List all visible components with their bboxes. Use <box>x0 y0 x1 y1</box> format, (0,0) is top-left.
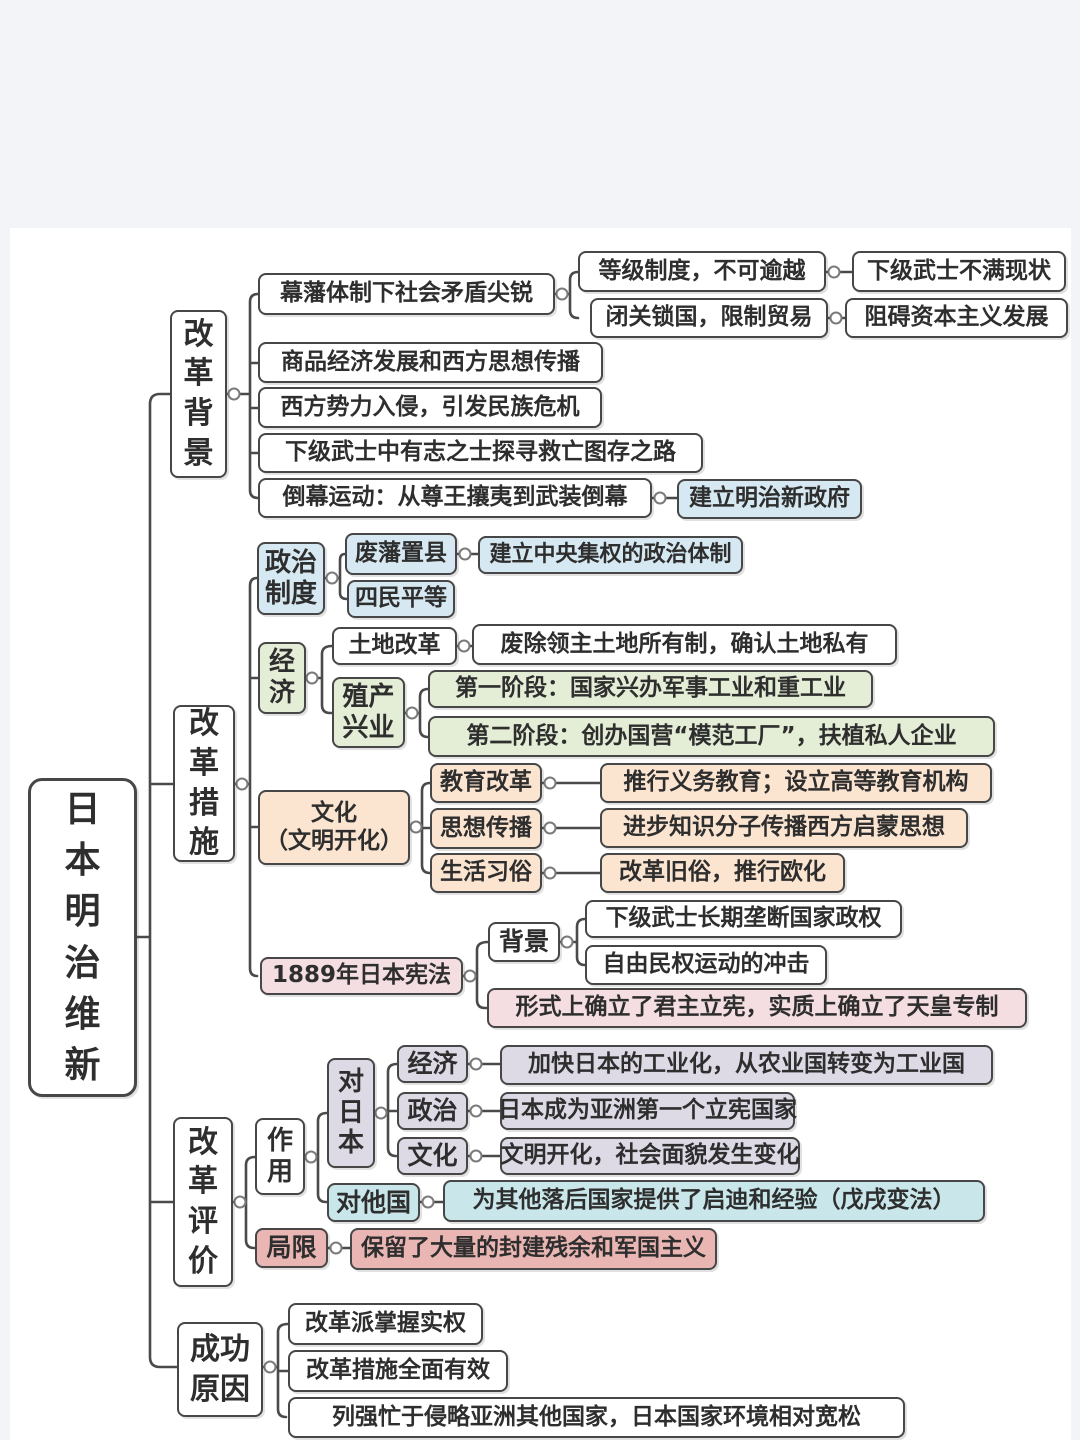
node-on-other-countries: 对他国 <box>327 1183 420 1222</box>
node-eval-politics: 政治 <box>397 1092 468 1130</box>
connector-dot <box>469 1149 483 1163</box>
node-hierarchy-system: 等级制度，不可逾越 <box>578 251 826 292</box>
connector-dot <box>829 311 843 325</box>
eval-leaf-links <box>326 1062 502 1250</box>
connector-dot <box>233 1195 247 1209</box>
node-on-japan-group: 对 日 本 <box>327 1058 375 1168</box>
node-political-system: 政治 制度 <box>257 542 325 615</box>
node-new-meiji-government: 建立明治新政府 <box>677 479 862 519</box>
node-thought-spread: 思想传播 <box>430 808 542 849</box>
node-shogunate-contradiction: 幕藩体制下社会矛盾尖锐 <box>258 273 555 315</box>
node-industry-stage1: 第一阶段：国家兴办军事工业和重工业 <box>428 670 873 708</box>
node-land-reform: 土地改革 <box>332 627 457 665</box>
connector-dot <box>304 1150 318 1164</box>
connector-dot <box>469 1057 483 1071</box>
node-four-classes-equality: 四民平等 <box>347 580 455 618</box>
node-hinder-capitalism: 阻碍资本主义发展 <box>845 298 1068 338</box>
branch-reform-background: 改 革 背 景 <box>170 310 227 478</box>
node-samurai-monopoly-power: 下级武士长期垄断国家政权 <box>585 900 902 938</box>
node-emperor-autocracy: 形式上确立了君主立宪，实质上确立了天皇专制 <box>487 988 1027 1028</box>
connector-dot <box>458 547 472 561</box>
node-enlightenment-ideas: 进步知识分子传播西方启蒙思想 <box>600 808 968 848</box>
connector-dot <box>543 776 557 790</box>
connector-dot <box>409 820 423 834</box>
node-reformers-held-power: 改革派掌握实权 <box>288 1303 483 1345</box>
node-effects-group: 作 用 <box>255 1118 305 1195</box>
node-commodity-economy: 商品经济发展和西方思想传播 <box>258 342 603 383</box>
node-culture-civilization: 文化 （文明开化） <box>258 790 410 865</box>
node-comprehensive-measures: 改革措施全面有效 <box>288 1350 508 1392</box>
node-limitation-group: 局限 <box>255 1228 328 1268</box>
node-samurai-seek-salvation: 下级武士中有志之士探寻救亡图存之路 <box>258 433 703 473</box>
node-industry-promotion: 殖产 兴业 <box>332 677 405 748</box>
branch-reform-measures: 改 革 措 施 <box>173 705 235 862</box>
node-western-invasion: 西方势力入侵，引发民族危机 <box>258 387 602 428</box>
node-industry-stage2: 第二阶段：创办国营“模范工厂”，扶植私人企业 <box>428 716 995 757</box>
connector-dot <box>543 821 557 835</box>
node-overthrow-shogunate-movement: 倒幕运动：从尊王攘夷到武装倒幕 <box>258 478 652 518</box>
node-constitution-background: 背景 <box>488 922 560 962</box>
branch-reform-evaluation: 改 革 评 价 <box>173 1117 233 1287</box>
connector-dot <box>827 265 841 279</box>
connector-dot <box>457 639 471 653</box>
connector-dot <box>463 969 477 983</box>
node-feudal-remnants: 保留了大量的封建残余和军国主义 <box>350 1228 717 1270</box>
connector-dot <box>329 1241 343 1255</box>
node-social-change-effect: 文明开化，社会面貌发生变化 <box>500 1137 800 1175</box>
node-europeanization: 改革旧俗，推行欧化 <box>600 853 845 893</box>
node-first-constitutional-country: 日本成为亚洲第一个立宪国家 <box>498 1092 797 1130</box>
node-economy-group: 经 济 <box>258 642 306 714</box>
connector-dot <box>227 387 241 401</box>
measures-bracket <box>233 576 260 978</box>
node-samurai-discontent: 下级武士不满现状 <box>852 251 1066 292</box>
node-eval-culture: 文化 <box>397 1137 468 1175</box>
node-centralized-system: 建立中央集权的政治体制 <box>478 536 743 574</box>
node-root-meiji-restoration: 日 本 明 治 维 新 <box>28 778 137 1097</box>
node-compulsory-education: 推行义务教育；设立高等教育机构 <box>600 763 992 803</box>
connector-dot <box>555 287 569 301</box>
node-eval-economy: 经济 <box>397 1045 468 1083</box>
connector-dot <box>560 935 574 949</box>
node-1889-constitution: 1889年日本宪法 <box>260 957 463 995</box>
node-inspiration-for-others: 为其他落后国家提供了启迪和经验（戊戌变法） <box>443 1180 985 1222</box>
trunk-line <box>135 392 179 1369</box>
branch-success-reasons: 成功 原因 <box>177 1322 263 1417</box>
connector-dot <box>235 777 249 791</box>
connector-dot <box>421 1195 435 1209</box>
connector-dot <box>405 706 419 720</box>
node-abolish-domains: 废藩置县 <box>345 533 457 575</box>
node-abolish-lord-ownership: 废除领主土地所有制，确认土地私有 <box>472 624 897 665</box>
connector-dot <box>325 571 339 585</box>
connector-dot <box>653 491 667 505</box>
node-industrialization-effect: 加快日本的工业化，从农业国转变为工业国 <box>500 1045 993 1085</box>
node-life-customs: 生活习俗 <box>430 853 542 893</box>
connector-dot <box>543 866 557 880</box>
node-civil-rights-movement: 自由民权运动的冲击 <box>585 945 827 985</box>
node-education-reform: 教育改革 <box>430 763 542 803</box>
connector-dot <box>469 1104 483 1118</box>
connector-dot <box>263 1360 277 1374</box>
connector-dot <box>374 1106 388 1120</box>
node-closed-country: 闭关锁国，限制贸易 <box>590 298 828 338</box>
connector-dot <box>305 671 319 685</box>
node-relaxed-international-environment: 列强忙于侵略亚洲其他国家，日本国家环境相对宽松 <box>288 1397 905 1438</box>
